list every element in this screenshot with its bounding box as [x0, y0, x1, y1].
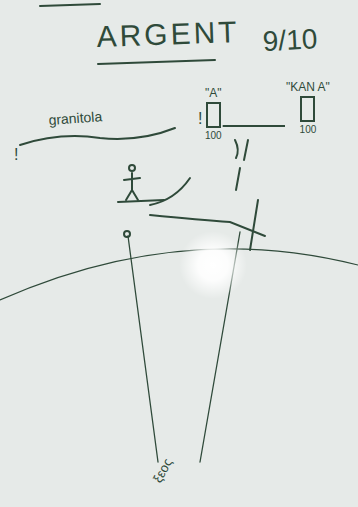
exclamation-mark: !: [14, 146, 18, 164]
marked-block: "KAN A" 100: [286, 80, 330, 135]
block-label: "A": [205, 86, 222, 100]
handwritten-note: granitola: [48, 108, 103, 128]
date-note: 9/10: [262, 23, 318, 58]
block-label: "KAN A": [286, 80, 330, 94]
block-outline: [300, 96, 315, 122]
connector-line: [223, 125, 285, 127]
block-outline: [206, 102, 221, 128]
marked-block: "A" 100: [205, 86, 222, 141]
board-title: ARGENT: [96, 15, 240, 54]
block-value: 100: [300, 124, 317, 135]
block-value: 100: [205, 130, 222, 141]
exclamation-mark: !: [198, 110, 202, 128]
handwritten-note: ξεος: [150, 456, 175, 485]
